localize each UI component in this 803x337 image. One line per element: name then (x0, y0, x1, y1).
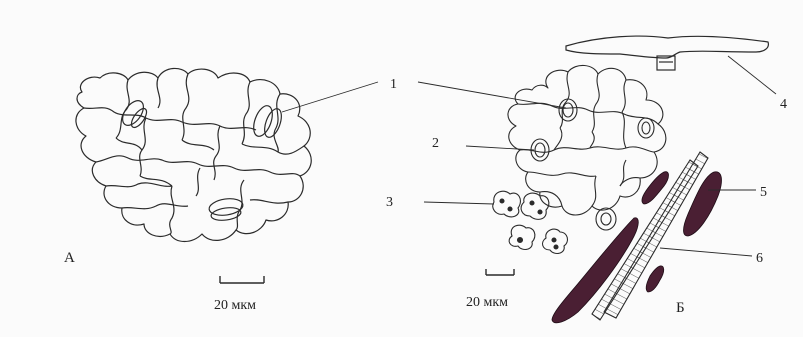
callout-2: 2 (432, 136, 439, 151)
panel-a-epidermis (76, 68, 311, 241)
trichome (566, 36, 768, 70)
stoma-b-3 (638, 118, 654, 138)
panel-a-label: А (64, 250, 75, 266)
stoma-b-4 (596, 208, 616, 230)
panel-b-scale-label: 20 мкм (466, 295, 508, 310)
callout-4: 4 (780, 97, 787, 112)
panel-b-scale-bar (486, 269, 514, 275)
callout-6: 6 (756, 251, 763, 266)
panel-a-tissue-outline (76, 68, 311, 241)
stoma-b-1 (559, 99, 577, 121)
panel-a-cell-walls (84, 74, 304, 234)
vascular-vessel (592, 152, 708, 320)
fiber-4 (646, 266, 663, 292)
panel-a-scale-bar (220, 276, 264, 283)
callout-numbers: 1 2 3 4 5 6 (386, 77, 787, 266)
panel-b-label: Б (676, 300, 685, 316)
stoma-a-2 (250, 103, 276, 139)
stoma-a-1 (118, 97, 147, 129)
panel-a-scale-label: 20 мкм (214, 298, 256, 313)
callout-3: 3 (386, 195, 393, 210)
parenchyma-cells (493, 191, 568, 253)
callout-5: 5 (760, 185, 767, 200)
callout-1: 1 (390, 77, 397, 92)
